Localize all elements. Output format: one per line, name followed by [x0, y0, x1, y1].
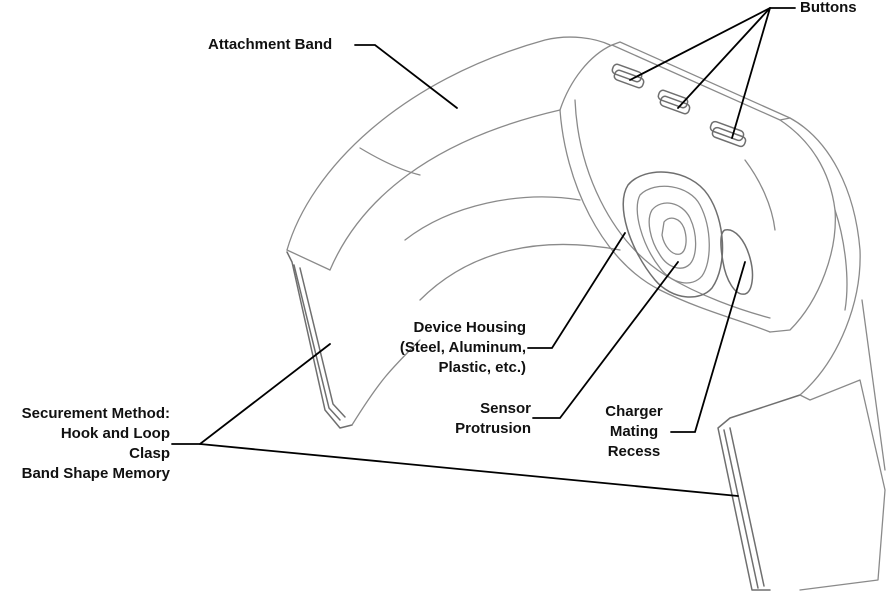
- device-housing-line-3: Plastic, etc.): [368, 358, 526, 378]
- leader-attachment-band: [355, 45, 457, 108]
- leader-buttons-1: [630, 8, 770, 80]
- leader-charger: [671, 262, 745, 432]
- right-band-shape: [718, 118, 885, 590]
- charger-line-1: Charger: [592, 402, 676, 422]
- label-device-housing: Device Housing (Steel, Aluminum, Plastic…: [368, 318, 526, 378]
- sensor-protrusion-shape: [623, 172, 722, 297]
- device-housing-line-1: Device Housing: [368, 318, 526, 338]
- sensor-line-2: Protrusion: [430, 419, 531, 439]
- sensor-line-1: Sensor: [430, 399, 531, 419]
- securement-line-4: Band Shape Memory: [0, 464, 170, 484]
- leader-sensor: [533, 262, 678, 418]
- label-sensor-protrusion: Sensor Protrusion: [430, 399, 531, 439]
- buttons-shape: [611, 63, 746, 147]
- charger-line-2: Mating: [592, 422, 676, 442]
- securement-line-1: Securement Method:: [0, 404, 170, 424]
- leader-securement-1: [172, 344, 330, 444]
- label-buttons: Buttons: [800, 0, 857, 18]
- label-securement-method: Securement Method: Hook and Loop Clasp B…: [0, 404, 170, 484]
- label-charger-mating-recess: Charger Mating Recess: [592, 402, 676, 462]
- label-attachment-band: Attachment Band: [208, 35, 332, 55]
- charger-recess-shape: [721, 230, 753, 294]
- charger-line-3: Recess: [592, 442, 676, 462]
- device-housing-line-2: (Steel, Aluminum,: [368, 338, 526, 358]
- securement-line-2: Hook and Loop: [0, 424, 170, 444]
- securement-line-3: Clasp: [0, 444, 170, 464]
- leader-device-housing: [528, 233, 625, 348]
